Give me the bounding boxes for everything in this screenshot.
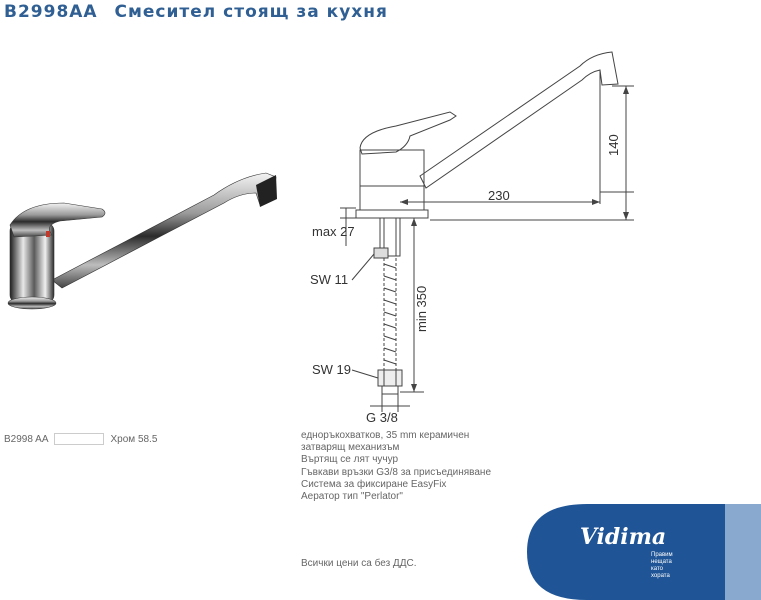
product-photo bbox=[7, 172, 277, 310]
order-finish: Хром bbox=[110, 433, 136, 445]
dim-thread: G 3/8 bbox=[366, 410, 398, 425]
dim-sw19: SW 19 bbox=[312, 362, 351, 377]
dim-sw11: SW 11 bbox=[310, 272, 348, 287]
order-code: B2998 AA bbox=[4, 433, 49, 445]
brand-tagline-line: хората bbox=[651, 573, 670, 579]
product-code: B2998AA bbox=[4, 2, 98, 22]
technical-drawing: 140 230 max 27 SW 11 min 350 SW 19 G 3/8 bbox=[310, 51, 634, 425]
brand-logo: Vidima bbox=[580, 524, 666, 550]
feature-item: Система за фиксиране EasyFix bbox=[301, 478, 447, 490]
dim-reach: 230 bbox=[488, 188, 510, 203]
order-row: B2998 AA Хром 58.5 bbox=[4, 432, 157, 446]
brand-block: Vidima Правим нещата като хората bbox=[527, 504, 761, 600]
feature-item: еднoръкохватков, 35 mm керамичен bbox=[301, 430, 470, 441]
order-price: 58.5 bbox=[137, 433, 158, 445]
feature-list: еднoръкохватков, 35 mm керамичен затваря… bbox=[301, 430, 491, 503]
feature-item: затварящ механизъм bbox=[301, 442, 400, 454]
feature-item: Въртящ се лят чучур bbox=[301, 454, 399, 466]
product-title: B2998AA Смесител стоящ за кухня bbox=[4, 2, 398, 22]
product-name: Смесител стоящ за кухня bbox=[114, 2, 388, 22]
dim-hose: min 350 bbox=[414, 286, 429, 332]
brand-tagline-line: нещата bbox=[651, 559, 672, 565]
feature-item: Гъвкави връзки G3/8 за присъединяване bbox=[301, 466, 491, 478]
feature-item: Аератор тип "Perlator" bbox=[301, 491, 403, 503]
dim-height: 140 bbox=[606, 134, 621, 156]
brand-tagline-line: Правим bbox=[651, 552, 673, 558]
dim-max: max 27 bbox=[312, 224, 355, 239]
vat-note: Всички цени са без ДДС. bbox=[301, 558, 417, 569]
quantity-box[interactable] bbox=[54, 433, 105, 445]
brand-tagline-line: като bbox=[651, 566, 664, 572]
